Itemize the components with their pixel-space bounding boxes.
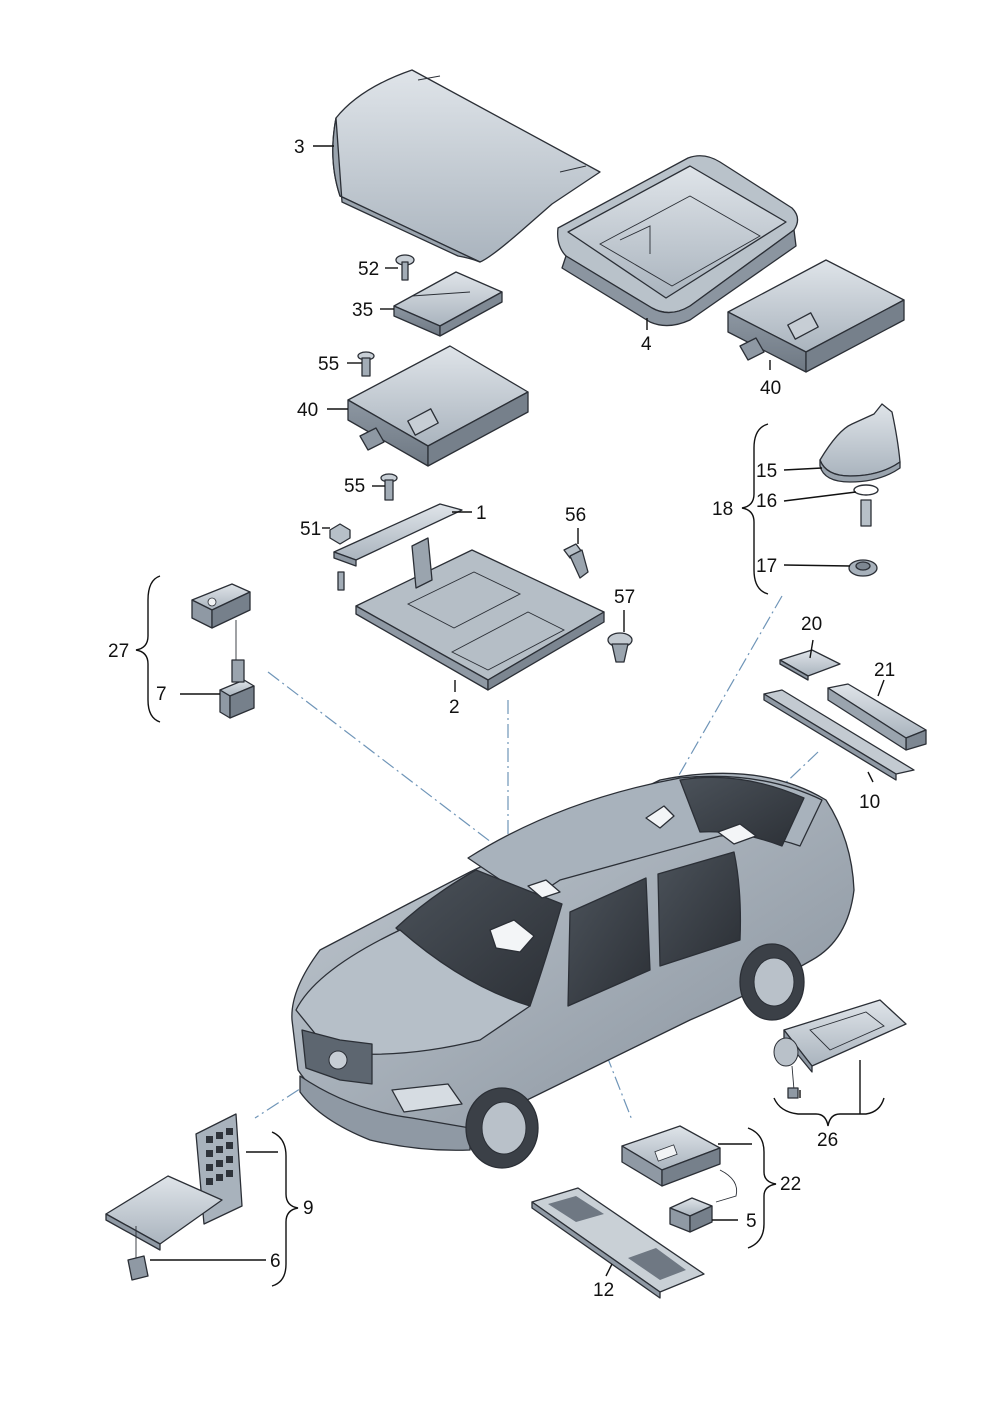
part-51-nut [329,523,351,545]
brace-27 [135,575,161,723]
callout-55-upper: 55 [318,354,339,375]
callout-40-left: 40 [297,400,318,421]
part-5-connector [669,1197,713,1233]
part-27-switch-housing [191,583,251,660]
callout-40-right: 40 [760,378,781,399]
callout-26: 26 [817,1130,838,1151]
callout-12: 12 [593,1280,614,1301]
bracket-screw-small [337,571,345,591]
part-4-headliner-tray [557,155,799,327]
callout-51: 51 [300,519,321,540]
brace-26 [773,1097,885,1127]
part-56-self-tapping-screw [563,543,589,579]
part-21-module-bar [827,683,927,751]
part-12-cover-plate [531,1187,705,1299]
part-7-connector [219,659,255,719]
part-15-roof-antenna [819,403,901,483]
callout-16: 16 [756,491,777,512]
part-20-sensor [779,649,841,681]
callout-57: 57 [614,587,635,608]
callout-20: 20 [801,614,822,635]
callout-6: 6 [270,1251,281,1272]
callout-labels: 3 4 52 35 55 40 40 55 1 51 56 57 2 27 7 … [108,137,895,1301]
part-2-carrier-plate [355,537,605,691]
part-22-control-unit [621,1125,738,1203]
callout-10: 10 [859,792,880,813]
part-57-clip [607,632,633,663]
vehicle-illustration [291,772,855,1169]
callout-15: 15 [756,461,777,482]
part-1-bracket [333,503,463,567]
part-52-screw [395,254,415,281]
callout-21: 21 [874,660,895,681]
part-55-bolt-lower [380,473,398,501]
part-9-keypad-assembly [105,1113,243,1251]
callout-17: 17 [756,556,777,577]
callout-2: 2 [449,697,460,718]
callout-1: 1 [476,503,487,524]
callout-35: 35 [352,300,373,321]
callout-55-lower: 55 [344,476,365,497]
callout-braces [135,423,885,1287]
brace-18 [741,423,769,595]
brace-9 [271,1131,299,1287]
part-55-bolt-upper [357,351,375,377]
part-26-interior-light [773,999,907,1099]
callout-5: 5 [746,1211,757,1232]
callout-4: 4 [641,334,652,355]
callout-22: 22 [780,1174,801,1195]
callout-9: 9 [303,1198,314,1219]
brace-22 [747,1127,777,1249]
callout-27: 27 [108,641,129,662]
callout-3: 3 [294,137,305,158]
part-17-antenna-nut [848,559,878,577]
part-40-module-box-right [727,259,905,373]
callout-leader-lines [150,145,885,1277]
callout-7: 7 [156,684,167,705]
part-10-trim-strip [763,689,915,781]
callout-56: 56 [565,505,586,526]
part-40-module-box-left [347,345,529,467]
part-6-keypad-connector [127,1226,149,1281]
callout-52: 52 [358,259,379,280]
callout-18: 18 [712,499,733,520]
part-16-antenna-seal [853,484,879,527]
part-35-control-module [393,271,503,337]
